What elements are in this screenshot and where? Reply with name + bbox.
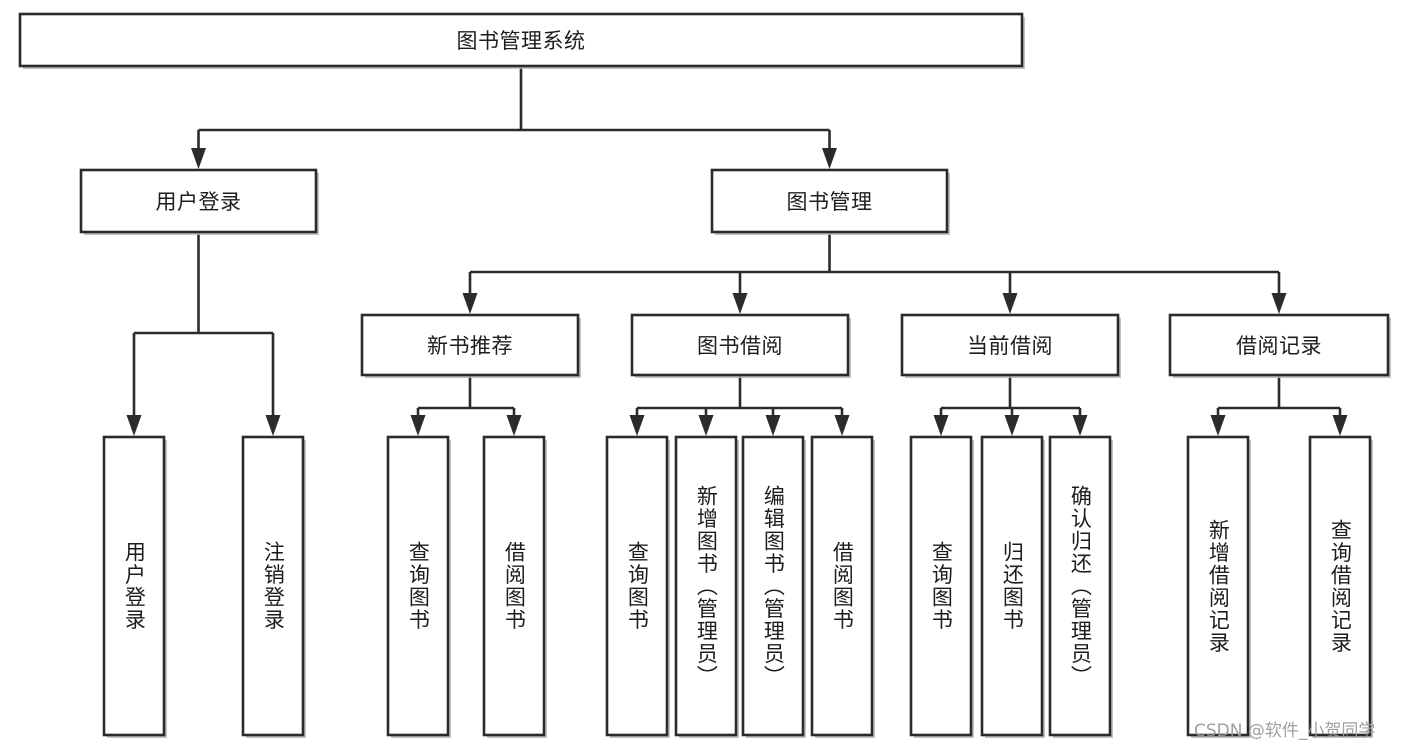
arrow-head-icon (1002, 293, 1018, 314)
node-leaf-4[interactable] (605, 435, 669, 737)
node-leaf-0[interactable] (102, 435, 166, 737)
node-level3-2[interactable] (900, 313, 1120, 377)
arrow-head-icon (629, 415, 645, 436)
arrow-head-icon (506, 415, 522, 436)
node-leaf-9[interactable] (980, 435, 1044, 737)
arrow-head-icon (822, 148, 837, 169)
node-level2-0[interactable] (79, 168, 318, 234)
arrow-head-icon (765, 415, 781, 436)
arrow-head-icon (933, 415, 949, 436)
arrow-head-icon (1072, 415, 1088, 436)
arrow-head-icon (126, 415, 142, 436)
node-root-label: 图书管理系统 (457, 29, 586, 53)
arrow-head-icon (265, 415, 281, 436)
node-level3-3-label: 借阅记录 (1236, 334, 1322, 358)
node-leaf-12[interactable] (1308, 435, 1372, 737)
node-leaf-11[interactable] (1186, 435, 1250, 737)
arrow-head-icon (1271, 293, 1287, 314)
node-level3-2-label: 当前借阅 (967, 334, 1053, 358)
arrow-head-icon (191, 148, 206, 169)
arrow-head-icon (1332, 415, 1348, 436)
node-level3-1-label: 图书借阅 (697, 334, 783, 358)
node-boxes (18, 12, 1391, 738)
arrow-head-icon (462, 293, 478, 314)
arrow-head-icon (410, 415, 426, 436)
node-leaf-2[interactable] (386, 435, 450, 737)
node-leaf-8[interactable] (909, 435, 973, 737)
connector-edges (126, 66, 1348, 436)
node-leaf-5[interactable] (674, 435, 738, 737)
node-level3-1[interactable] (630, 313, 850, 377)
node-leaf-7[interactable] (810, 435, 874, 737)
node-level2-1-label: 图书管理 (787, 190, 873, 214)
arrow-head-icon (732, 293, 748, 314)
arrow-head-icon (1004, 415, 1020, 436)
arrow-head-icon (698, 415, 714, 436)
node-level3-3[interactable] (1168, 313, 1390, 377)
node-leaf-1[interactable] (241, 435, 305, 737)
node-root[interactable] (18, 12, 1024, 68)
node-leaf-3[interactable] (482, 435, 546, 737)
node-level2-0-label: 用户登录 (156, 190, 242, 214)
node-leaf-6[interactable] (741, 435, 805, 737)
node-level2-1[interactable] (710, 168, 949, 234)
arrow-head-icon (834, 415, 850, 436)
node-level3-0[interactable] (360, 313, 580, 377)
watermark-text: CSDN @软件_小贺同学 (1194, 721, 1376, 741)
node-leaf-10[interactable] (1048, 435, 1112, 737)
arrow-head-icon (1210, 415, 1226, 436)
node-level3-0-label: 新书推荐 (427, 334, 513, 358)
